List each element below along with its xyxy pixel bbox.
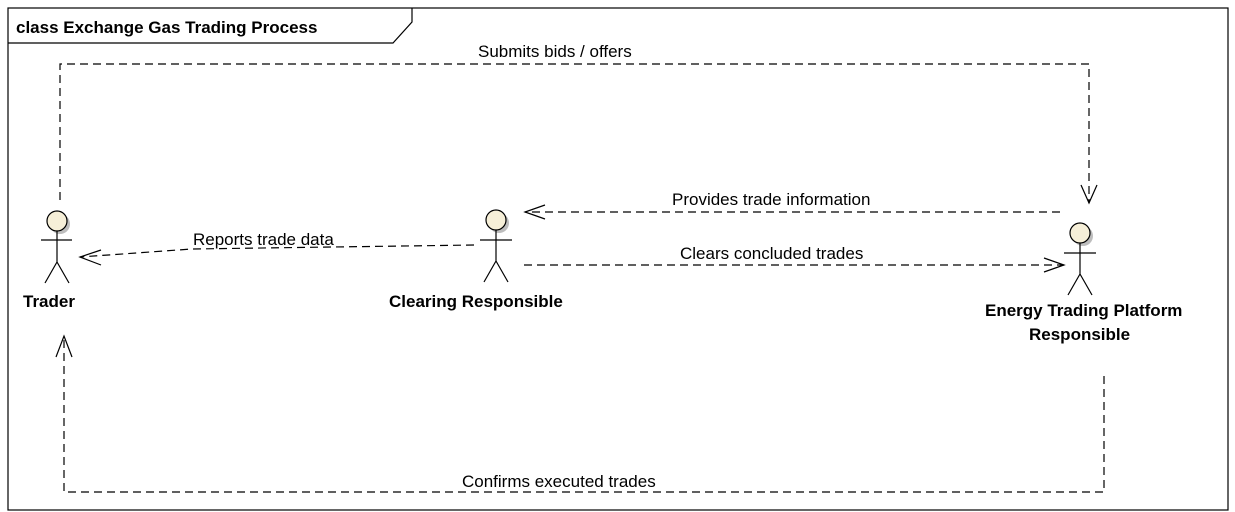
actor-trader [41,210,72,284]
actor-label-clearing: Clearing Responsible [389,292,563,311]
message-label-provides: Provides trade information [672,190,870,209]
actor-head [46,210,68,232]
frame-title: class Exchange Gas Trading Process [16,18,317,37]
connector-clears-trades [524,257,1066,273]
actor-clearing-responsible [480,209,512,283]
message-label-submits: Submits bids / offers [478,42,632,61]
connector-submits-bids [59,63,1098,205]
connector-confirms-trades [55,334,1105,493]
actor-label-platform-line1: Energy Trading Platform [985,301,1182,320]
message-label-clears: Clears concluded trades [680,244,863,263]
actor-label-platform-line2: Responsible [1029,325,1130,344]
connector-provides-info [523,204,1060,220]
diagram-frame [7,7,1229,511]
actor-head [1069,222,1091,244]
frame-title-tab [8,8,413,44]
connector-reports-data [78,244,475,266]
message-label-confirms: Confirms executed trades [462,472,656,491]
actor-head [485,209,507,231]
actor-energy-trading-platform [1064,222,1096,296]
message-label-reports: Reports trade data [193,230,334,249]
actor-label-trader: Trader [23,292,75,311]
